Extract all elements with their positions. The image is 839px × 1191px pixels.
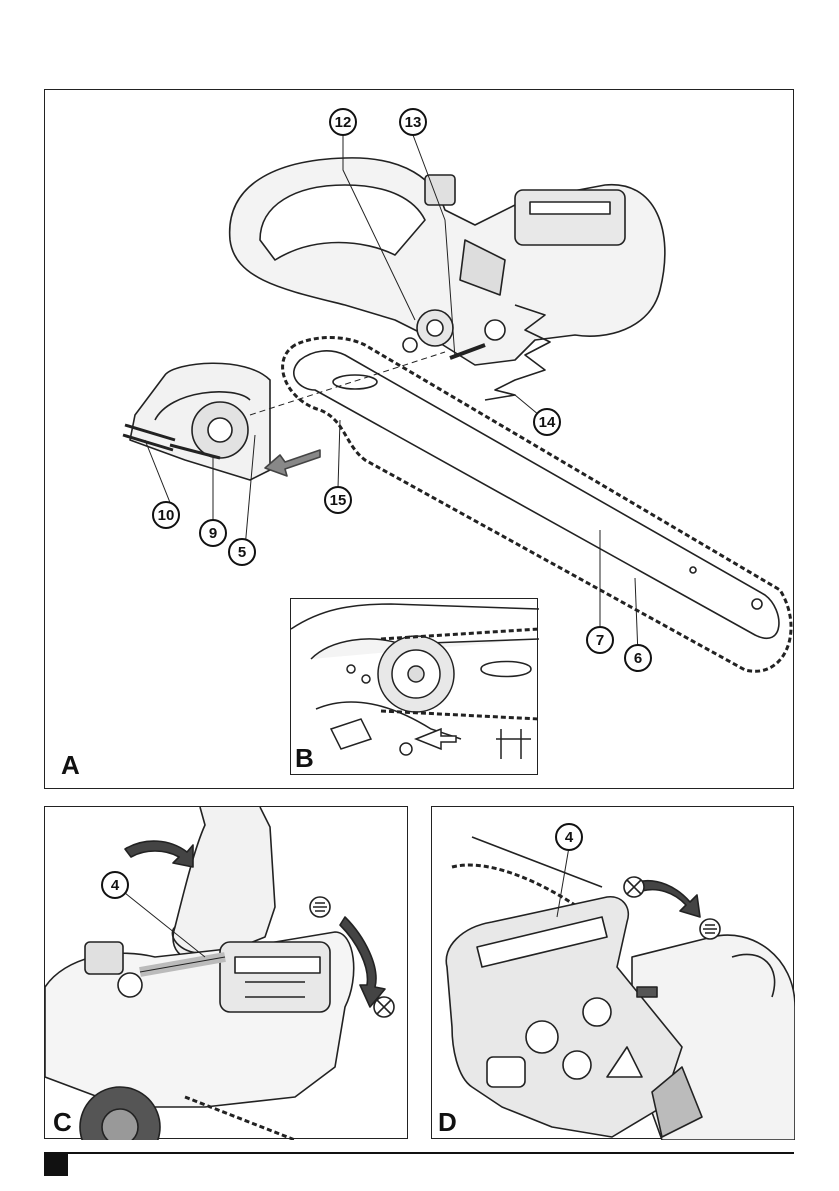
- callout-12: 12: [329, 108, 357, 136]
- figure-a-letter: A: [61, 750, 80, 781]
- figure-c-letter: C: [53, 1107, 72, 1138]
- figure-c-panel: 4 C: [44, 806, 408, 1139]
- page-marker-block: [44, 1154, 68, 1176]
- figure-b-inset: B: [290, 598, 538, 775]
- footer-rule: [44, 1152, 794, 1154]
- callout-6: 6: [624, 644, 652, 672]
- callout-9: 9: [199, 519, 227, 547]
- chain-tension-knob-drawing: [45, 807, 409, 1140]
- callout-5: 5: [228, 538, 256, 566]
- callout-13: 13: [399, 108, 427, 136]
- figure-a-panel: 12 13 14 15 10 9 5 7 6: [44, 89, 794, 789]
- callout-10: 10: [152, 501, 180, 529]
- figure-b-letter: B: [295, 743, 314, 774]
- sprocket-detail-drawing: [291, 599, 539, 776]
- figure-d-letter: D: [438, 1107, 457, 1138]
- callout-4-d: 4: [555, 823, 583, 851]
- callout-4-c: 4: [101, 871, 129, 899]
- callout-14: 14: [533, 408, 561, 436]
- figure-d-panel: 4 D: [431, 806, 794, 1139]
- chain-guard-detail-drawing: [432, 807, 795, 1140]
- callout-7: 7: [586, 626, 614, 654]
- callout-15: 15: [324, 486, 352, 514]
